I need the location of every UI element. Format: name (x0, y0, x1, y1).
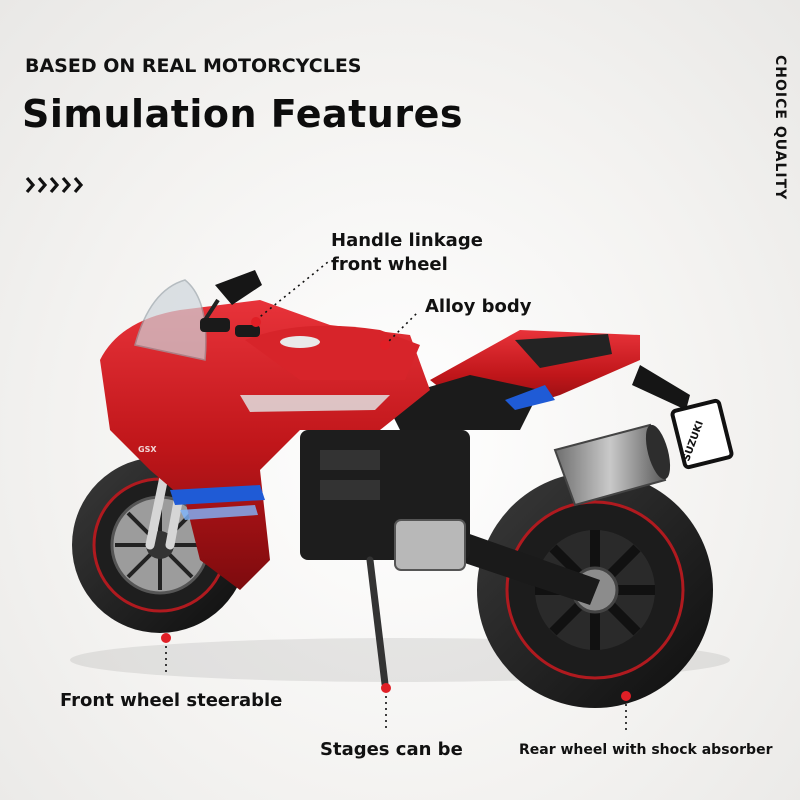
callout-handle-linkage: Handle linkage front wheel (331, 229, 483, 277)
kickstand (366, 556, 389, 688)
callout-rear-wheel: Rear wheel with shock absorber (519, 742, 773, 758)
alloy-callout-line (384, 311, 419, 346)
rear-wheel-callout-dot (621, 691, 631, 701)
callout-handle-line1: Handle linkage (331, 230, 483, 251)
callout-alloy-body: Alloy body (425, 296, 532, 317)
main-fairing: GSX (100, 300, 430, 590)
engine-block (300, 430, 470, 571)
mirror (203, 270, 262, 322)
chevron-arrows-icon (25, 176, 84, 194)
windshield (134, 279, 207, 361)
license-plate-holder: SUZUKI (632, 365, 734, 470)
callout-handle-line2: front wheel (331, 254, 448, 275)
kicker-text: BASED ON REAL MOTORCYCLES (25, 55, 362, 77)
model-badge: GSX (138, 445, 157, 454)
front-wheel-callout-dot (161, 633, 171, 643)
exhaust-muffler (553, 423, 671, 507)
alloy-callout-dot (380, 340, 390, 350)
handle-callout-line (255, 261, 329, 321)
callout-markers (161, 261, 631, 730)
stand-callout-dot (381, 683, 391, 693)
handle-callout-dot (251, 317, 261, 327)
page-title: Simulation Features (22, 92, 463, 136)
handlebar (200, 318, 260, 337)
side-tagline: CHOICE QUALITY (772, 55, 788, 201)
callout-front-wheel: Front wheel steerable (60, 690, 283, 711)
callout-stages: Stages can be (320, 739, 463, 760)
